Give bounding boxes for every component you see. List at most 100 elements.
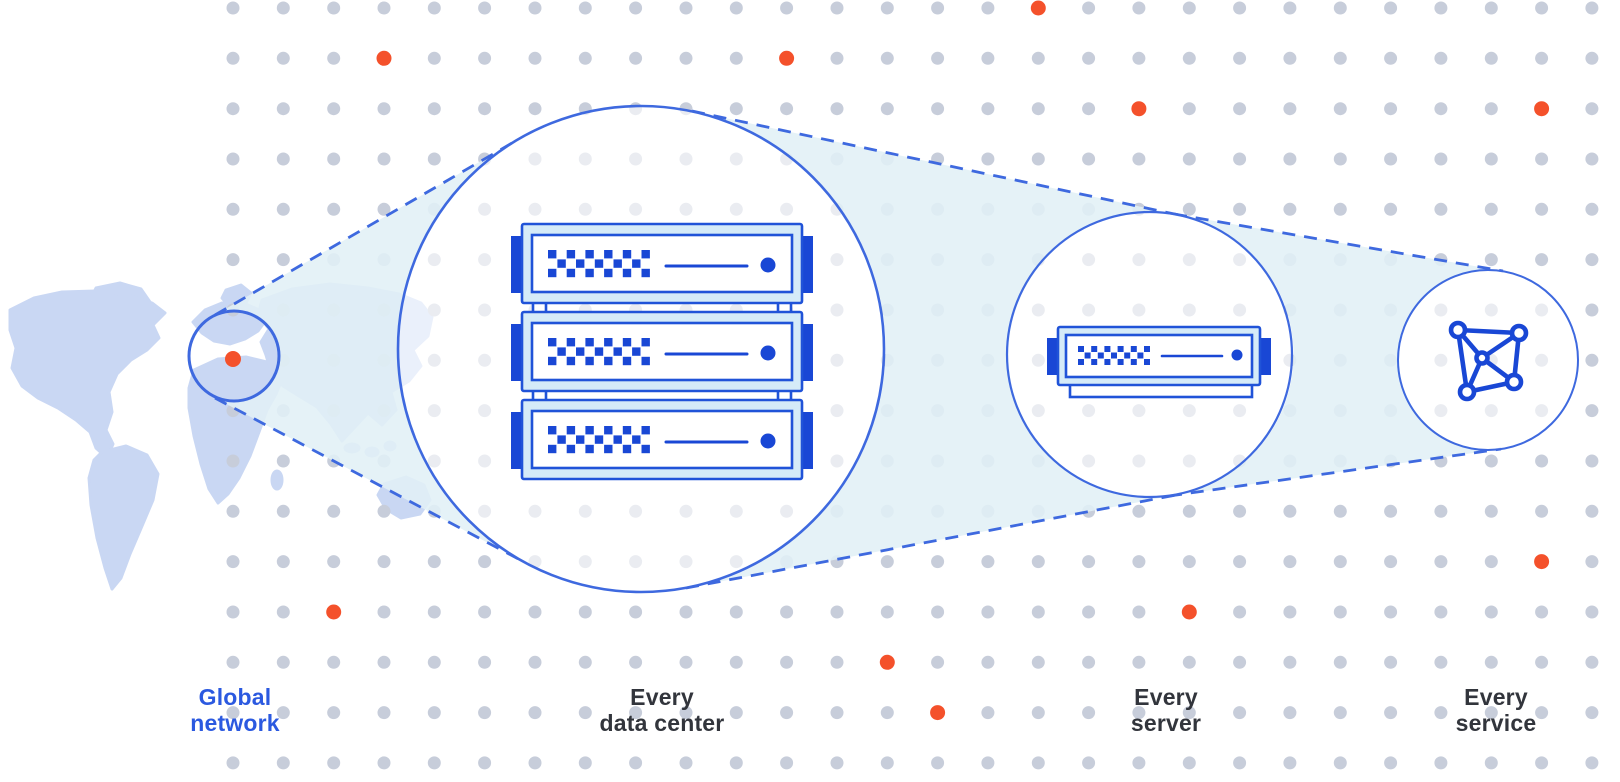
network-mesh-icon [1448,320,1529,402]
zoom-guide-lines [214,109,1504,590]
grid-dot [880,756,894,770]
grid-dot [679,706,693,720]
grid-dot [1484,454,1498,468]
grid-dot [1535,454,1549,468]
grid-dot [1535,605,1549,619]
rack-dither-pattern [548,338,650,366]
grid-dot [931,102,945,116]
mesh-node [1448,320,1468,340]
grid-dot [729,1,743,15]
rack-dither-pattern [548,426,650,454]
grid-dot [981,706,995,720]
grid-dot [1182,756,1196,770]
dither-square [594,435,604,444]
grid-dot [276,504,290,518]
grid-dot [1233,555,1247,569]
dither-square [1104,346,1111,352]
dither-square [594,347,604,356]
grid-dot [1384,756,1398,770]
grid-dot [578,655,592,669]
grid-dot [1484,555,1498,569]
grid-dot [226,605,240,619]
dither-square [548,250,557,259]
dither-square [548,338,557,347]
continent-north-america [8,289,167,460]
dither-square [594,259,604,268]
grid-dot [1333,706,1347,720]
grid-dot [327,152,341,166]
beam-datacenter-to-server [686,111,1179,588]
grid-dot [780,102,794,116]
grid-dot [1132,655,1146,669]
grid-dot [427,51,441,65]
grid-dot [226,655,240,669]
guide-line-3-top [1173,212,1504,273]
grid-dot [1283,202,1297,216]
grid-dot [679,605,693,619]
dither-square [585,250,594,259]
grid-dot [1132,605,1146,619]
grid-dot [1333,555,1347,569]
guide-line-1-bottom [214,396,527,565]
grid-dot [1484,756,1498,770]
grid-dot [1283,1,1297,15]
grid-dot [629,706,643,720]
grid-dot [679,51,693,65]
grid-dot [478,605,492,619]
dither-square [641,338,650,347]
grid-dot [1535,1,1549,15]
grid-dot [1182,152,1196,166]
grid-dot [276,152,290,166]
dither-square [585,268,594,278]
grid-dot [1384,605,1398,619]
grid-dot [931,756,945,770]
grid-dot [1434,152,1448,166]
rack-side-tab [801,412,813,469]
grid-dot [528,1,542,15]
grid-dot [1535,655,1549,669]
grid-dot-orange [1181,604,1197,620]
grid-dot [1535,202,1549,216]
grid-dot [1333,504,1347,518]
grid-dot [931,51,945,65]
grid-dot [880,605,894,619]
dither-square [576,435,585,444]
server-rack-icon [511,222,813,305]
guide-line-2-bottom [685,493,1177,590]
grid-dot [1031,51,1045,65]
dither-square [1130,346,1137,352]
grid-dot [931,1,945,15]
grid-dot [276,202,290,216]
grid-dot [528,102,542,116]
continent-south-america [87,444,160,591]
grid-dot [1434,706,1448,720]
grid-dot [276,253,290,267]
dither-square [622,444,632,454]
grid-dot-orange [1131,101,1147,117]
grid-dot [830,756,844,770]
grid-dot [578,605,592,619]
dither-square [585,426,594,435]
server-unit-icon [1047,325,1271,399]
grid-dot [931,655,945,669]
grid-dot [478,756,492,770]
grid-dot [327,706,341,720]
grid-dot [1082,706,1096,720]
grid-dot [981,605,995,619]
grid-dot [1333,202,1347,216]
grid-dot [931,555,945,569]
grid-dot [1484,202,1498,216]
server-side-tab [1260,338,1271,375]
grid-dot [981,102,995,116]
dither-square [566,426,576,435]
dither-square [613,259,622,268]
grid-dot [478,706,492,720]
grid-dot [427,605,441,619]
grid-dot [1434,202,1448,216]
rack-side-tab [511,412,523,469]
grid-dot [226,756,240,770]
dither-square [622,268,632,278]
beam-server-to-service [1169,214,1503,496]
grid-dot [427,655,441,669]
